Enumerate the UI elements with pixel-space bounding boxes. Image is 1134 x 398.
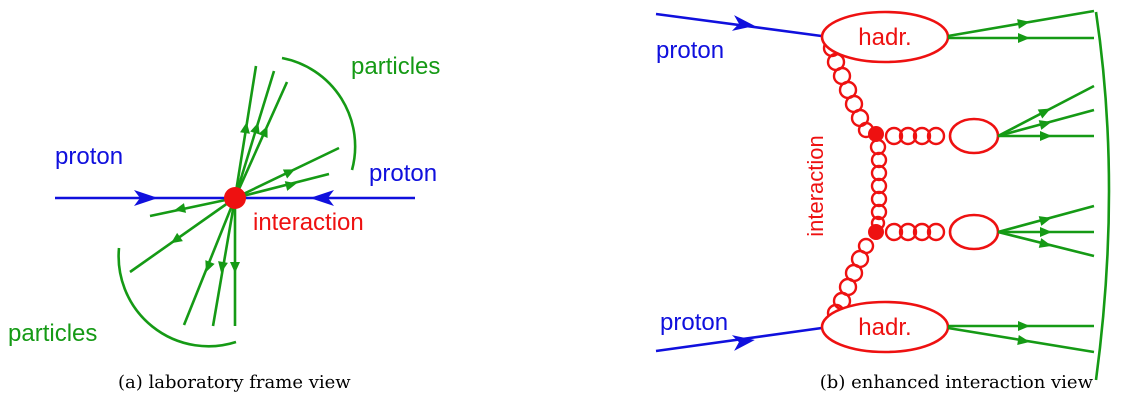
panel-b-jet-blob-lower [948, 213, 1000, 251]
panel-b-vertex-lower [868, 224, 884, 240]
panel-a-proton-right-label: proton [369, 160, 437, 187]
panel-a-proton-left-label: proton [55, 143, 123, 170]
panel-a-caption: (a) laboratory frame view [118, 372, 351, 393]
panel-a-lab-frame: proton proton interaction particles part… [8, 53, 440, 393]
panel-a-particles-arc-bottom [117, 247, 237, 348]
panel-b-jet-blob-upper [948, 117, 1000, 155]
panel-b-enhanced-view: proton proton hadr. hadr. interaction (b… [655, 9, 1111, 393]
panel-b-outgoing-bracket [1094, 11, 1111, 381]
panel-b-vertex-upper [868, 126, 884, 142]
panel-a-particles-top-label: particles [351, 53, 440, 80]
panel-b-hadr-bottom-label: hadr. [858, 314, 911, 341]
panel-b-particle-sprays [947, 9, 1095, 354]
panel-b-proton-arrow-bottom [731, 335, 755, 351]
panel-b-proton-top-label: proton [656, 37, 724, 64]
panel-b-spray-arrows [1017, 19, 1052, 345]
panel-b-gluon-chain [822, 38, 946, 323]
panel-a-particles-bottom-label: particles [8, 320, 97, 347]
panel-a-interaction-label: interaction [253, 209, 364, 236]
panel-a-particle-tracks [129, 65, 340, 327]
panel-b-interaction-label: interaction [803, 135, 828, 237]
panel-a-proton-arrow-left [134, 190, 158, 206]
panel-a-particles-arc-top [281, 56, 357, 171]
panel-b-proton-arrow-top [731, 15, 755, 31]
panel-a-proton-arrow-right [310, 190, 334, 206]
panel-a-particle-arrows [170, 122, 297, 273]
panel-a-interaction-vertex [224, 187, 246, 209]
panel-b-caption: (b) enhanced interaction view [820, 372, 1094, 393]
panel-b-proton-bottom-label: proton [660, 309, 728, 336]
panel-b-hadr-top-label: hadr. [858, 24, 911, 51]
